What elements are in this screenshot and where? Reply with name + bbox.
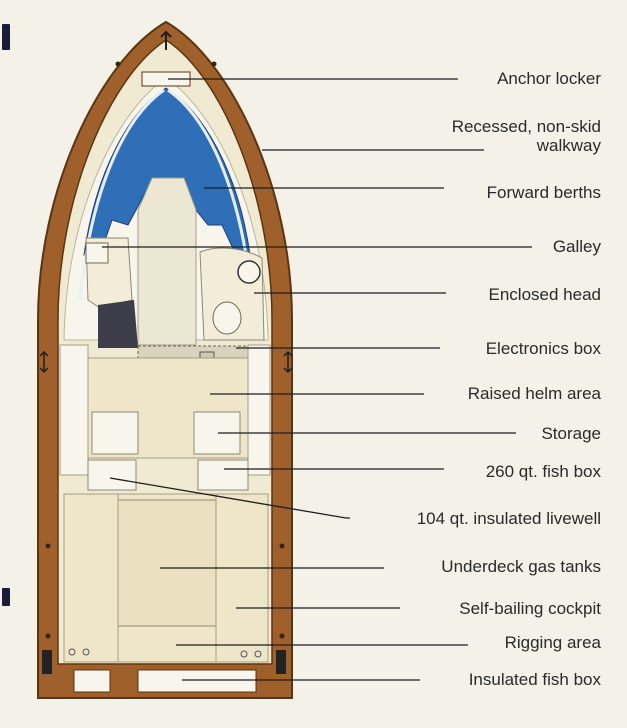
cleat-left bbox=[39, 350, 49, 374]
label-walkway: Recessed, non-skid walkway bbox=[452, 117, 601, 155]
label-livewell: 104 qt. insulated livewell bbox=[416, 509, 601, 528]
head-toilet bbox=[212, 301, 242, 335]
side-console-left bbox=[59, 344, 89, 476]
storage-left bbox=[91, 411, 139, 455]
label-fish-box-260: 260 qt. fish box bbox=[485, 462, 601, 481]
fish-box-left bbox=[87, 459, 137, 491]
cleat-right bbox=[283, 350, 293, 374]
label-galley: Galley bbox=[552, 237, 601, 256]
label-rigging: Rigging area bbox=[504, 633, 601, 652]
bow-cleat bbox=[160, 30, 172, 50]
label-cockpit: Self-bailing cockpit bbox=[459, 599, 601, 618]
side-console-right bbox=[247, 344, 271, 476]
label-storage: Storage bbox=[541, 424, 601, 443]
transom-box-right bbox=[137, 669, 257, 693]
label-forward-berths: Forward berths bbox=[486, 183, 601, 202]
label-enclosed-head: Enclosed head bbox=[488, 285, 601, 304]
label-walkway-text: Recessed, non-skid walkway bbox=[451, 117, 601, 155]
left-edge-mark-top bbox=[2, 24, 10, 50]
cabin-sole bbox=[137, 177, 197, 346]
rivet bbox=[45, 543, 51, 549]
label-gas-tanks: Underdeck gas tanks bbox=[441, 557, 601, 576]
rigging-dot-2 bbox=[82, 648, 90, 656]
rigging-dot-3 bbox=[240, 650, 248, 658]
rivet bbox=[279, 543, 285, 549]
leader-livewell bbox=[109, 477, 350, 519]
rivet bbox=[115, 61, 121, 67]
leader-lines bbox=[102, 78, 532, 681]
galley-sink bbox=[85, 242, 109, 264]
label-insulated-fish-box: Insulated fish box bbox=[468, 670, 601, 689]
label-raised-helm: Raised helm area bbox=[467, 384, 601, 403]
rivet bbox=[211, 61, 217, 67]
galley-seat bbox=[98, 300, 138, 348]
fish-box-right bbox=[197, 459, 249, 491]
rivet bbox=[279, 633, 285, 639]
stern-cleat-left bbox=[42, 650, 52, 674]
gas-tank-hatch bbox=[117, 499, 217, 627]
rigging-dot-4 bbox=[254, 650, 262, 658]
left-edge-mark-bottom bbox=[2, 588, 10, 606]
head-basin bbox=[237, 260, 261, 284]
transom-box-left bbox=[73, 669, 111, 693]
rigging-dot-1 bbox=[68, 648, 76, 656]
stern-cleat-right bbox=[276, 650, 286, 674]
rivet bbox=[45, 633, 51, 639]
label-anchor-locker: Anchor locker bbox=[497, 69, 601, 88]
label-electronics-box: Electronics box bbox=[485, 339, 601, 358]
